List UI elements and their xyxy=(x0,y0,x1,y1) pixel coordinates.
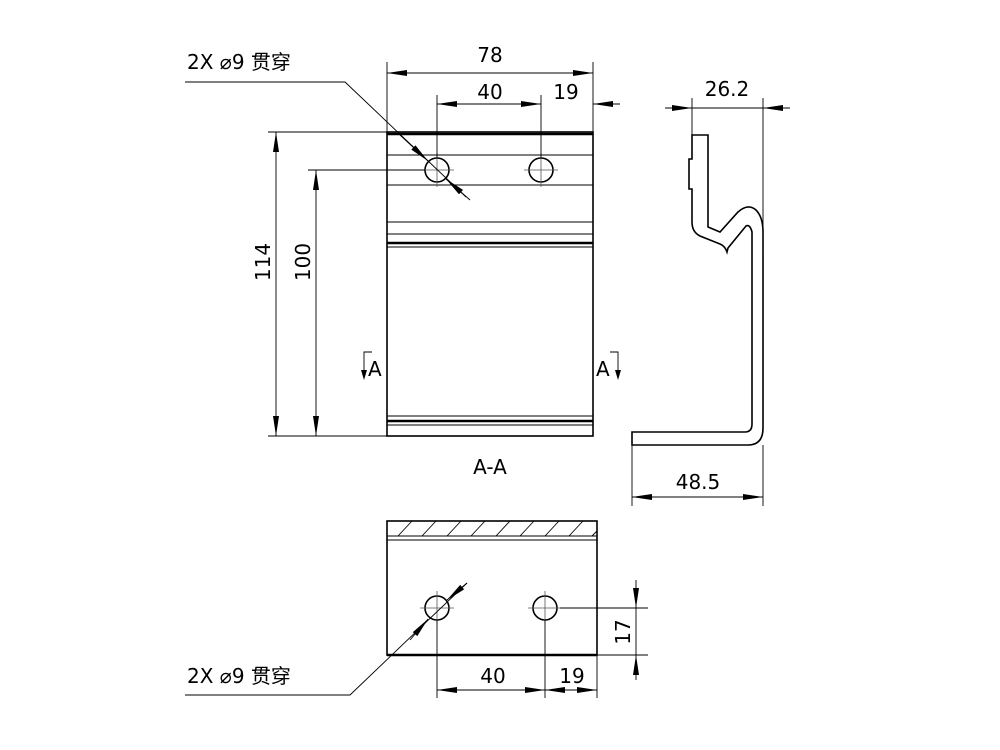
dim-hole-edge: 19 xyxy=(559,664,584,688)
hole-callout: 2X ⌀9 贯穿 xyxy=(187,664,291,688)
hole-callout: 2X ⌀9 贯穿 xyxy=(187,50,291,74)
section-hatch xyxy=(397,520,598,537)
dim-top-depth: 26.2 xyxy=(705,77,750,101)
dim-width: 78 xyxy=(477,43,502,67)
dim-bottom-depth: 48.5 xyxy=(676,470,721,494)
hole xyxy=(528,591,562,625)
dim-hole-edge: 19 xyxy=(553,80,578,104)
side-view: 26.2 48.5 xyxy=(631,77,790,506)
section-mark-left: A xyxy=(368,357,382,381)
dim-hole-spacing: 40 xyxy=(477,80,502,104)
section-label: A-A xyxy=(473,455,507,479)
bottom-outline xyxy=(386,520,598,656)
section-mark-right: A xyxy=(596,357,610,381)
dim-hole-spacing: 40 xyxy=(480,664,505,688)
front-outline xyxy=(386,131,594,437)
hole xyxy=(420,591,454,625)
hole xyxy=(524,153,558,187)
front-view: 78 40 19 114 100 2X ⌀9 贯穿 A A A-A xyxy=(185,43,621,479)
dim-hole-offset: 17 xyxy=(611,619,635,644)
profile-outline xyxy=(631,134,764,446)
dim-hole-height: 100 xyxy=(291,243,315,281)
dim-height: 114 xyxy=(251,243,275,281)
bottom-view: 17 40 19 2X ⌀9 贯穿 xyxy=(185,520,648,698)
